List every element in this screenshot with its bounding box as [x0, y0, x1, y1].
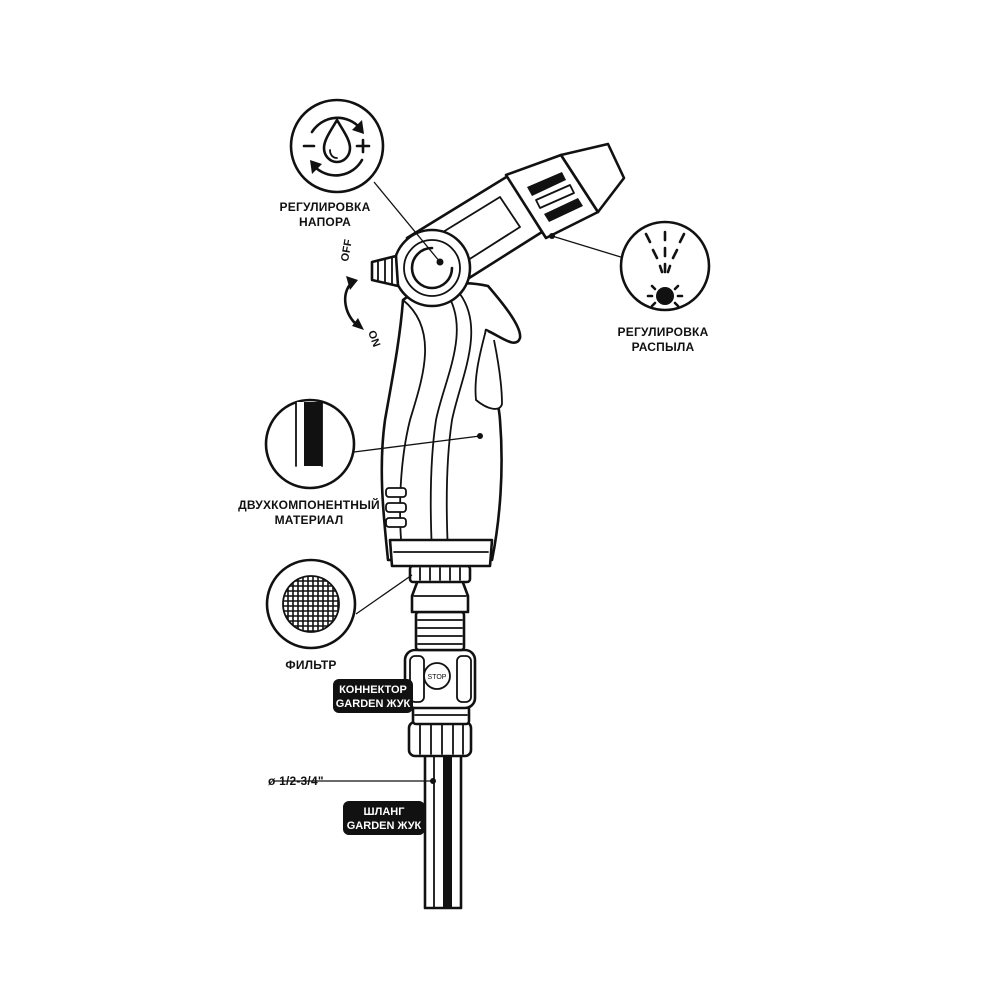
connector-label-line1: КОННЕКТОР [339, 684, 407, 696]
garden-hose [423, 746, 463, 910]
pressure-label-line2: НАПОРА [299, 215, 351, 229]
off-label: OFF [339, 238, 355, 262]
gun-handle [380, 282, 522, 568]
hose-label-badge: ШЛАНГ GARDEN ЖУК [343, 801, 425, 835]
connector-label-badge: КОННЕКТОР GARDEN ЖУК [333, 679, 413, 713]
pressure-adjust-icon [289, 98, 385, 194]
hose-connector: STOP [403, 648, 477, 758]
hose-label-line2: GARDEN ЖУК [347, 820, 422, 832]
on-label: ON [365, 329, 382, 349]
spray-label-line1: РЕГУЛИРОВКА [618, 325, 709, 339]
filter-label: ФИЛЬТР [285, 658, 336, 672]
leader-lines [274, 181, 625, 784]
two-component-material-icon [264, 398, 356, 490]
material-label-line1: ДВУХКОМПОНЕНТНЫЙ [238, 497, 380, 512]
tap-adapter [408, 564, 472, 652]
spray-pattern-icon [619, 220, 711, 312]
stop-button-label: STOP [428, 674, 447, 681]
hose-diameter-label: ø 1/2-3/4" [268, 774, 324, 788]
filter-mesh-icon [265, 558, 357, 650]
pressure-dial [370, 228, 472, 308]
off-on-arrow: OFF ON [339, 238, 382, 349]
hose-label-line1: ШЛАНГ [364, 806, 406, 818]
material-label-line2: МАТЕРИАЛ [275, 513, 344, 527]
connector-label-line2: GARDEN ЖУК [336, 698, 411, 710]
spray-label-line2: РАСПЫЛА [632, 340, 695, 354]
pressure-label-line1: РЕГУЛИРОВКА [280, 200, 371, 214]
